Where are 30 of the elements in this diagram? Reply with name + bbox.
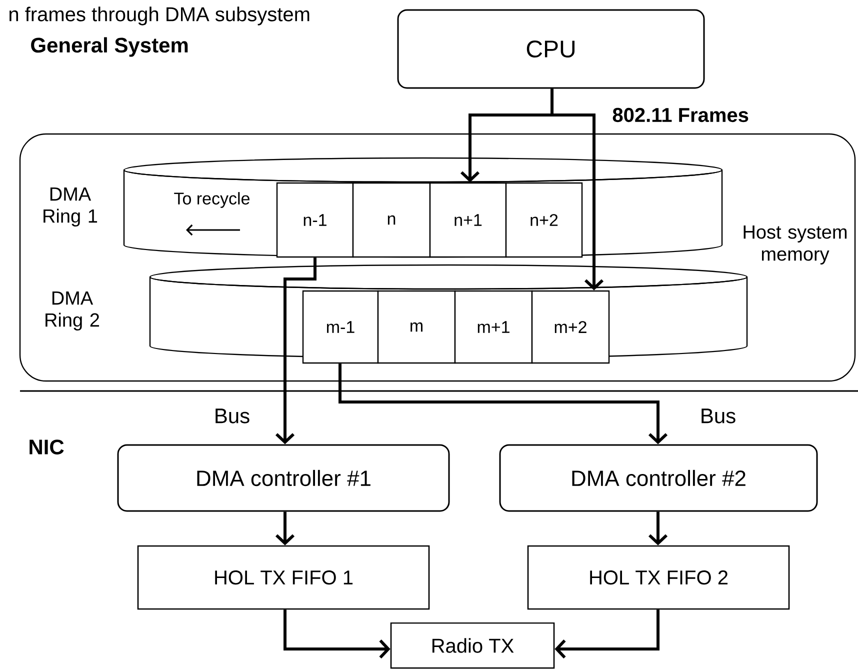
arrow: [554, 610, 660, 659]
buffer-slot: n-1: [276, 182, 354, 258]
node-label: DMA Ring 2: [46, 292, 100, 331]
edge-label: Bus: [698, 408, 738, 424]
arrow: [550, 88, 604, 290]
queue-box: HOL TX FIFO 2: [527, 545, 790, 610]
buffer-slot: m-1: [302, 290, 379, 364]
section-heading: NIC: [30, 440, 64, 454]
buffer-slot: n+2: [505, 182, 583, 258]
buffer-slot: m+2: [531, 290, 610, 364]
process-box: DMA controller #1: [117, 444, 450, 512]
buffer-slot: n+1: [429, 182, 507, 258]
queue-box: HOL TX FIFO 1: [137, 545, 430, 610]
node-label: DMA Ring 1: [44, 188, 98, 227]
annotation: To recycle: [174, 192, 250, 208]
arrow: [284, 610, 390, 659]
arrow: [648, 512, 668, 546]
arrow: [338, 364, 668, 444]
queue-box: Radio TX: [390, 622, 555, 669]
process-box: DMA controller #2: [499, 444, 818, 512]
process-box: CPU: [397, 9, 705, 89]
title: n frames through DMA subsystem: [10, 6, 310, 26]
annotation: 802.11 Frames: [612, 108, 748, 122]
buffer-slot: n: [352, 182, 431, 258]
edge-label: Bus: [212, 408, 252, 424]
section-heading: General System: [31, 37, 188, 57]
buffer-slot: m+1: [454, 290, 533, 364]
arrow: [275, 512, 295, 546]
buffer-slot: m: [377, 290, 456, 364]
arrow: [275, 258, 316, 444]
